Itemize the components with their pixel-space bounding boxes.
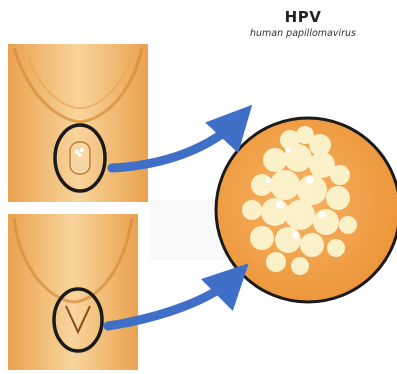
female-skin-area bbox=[8, 214, 138, 370]
subtitle: human papillomavirus bbox=[218, 28, 388, 39]
title: HPV bbox=[228, 8, 378, 26]
male-panel bbox=[8, 44, 148, 202]
male-wart-dot bbox=[75, 150, 79, 154]
male-wart-dot bbox=[78, 153, 82, 157]
magnified-view bbox=[216, 118, 397, 302]
male-wart-dot bbox=[80, 148, 84, 152]
male-anatomy-icon bbox=[70, 142, 90, 174]
female-panel bbox=[8, 214, 138, 370]
